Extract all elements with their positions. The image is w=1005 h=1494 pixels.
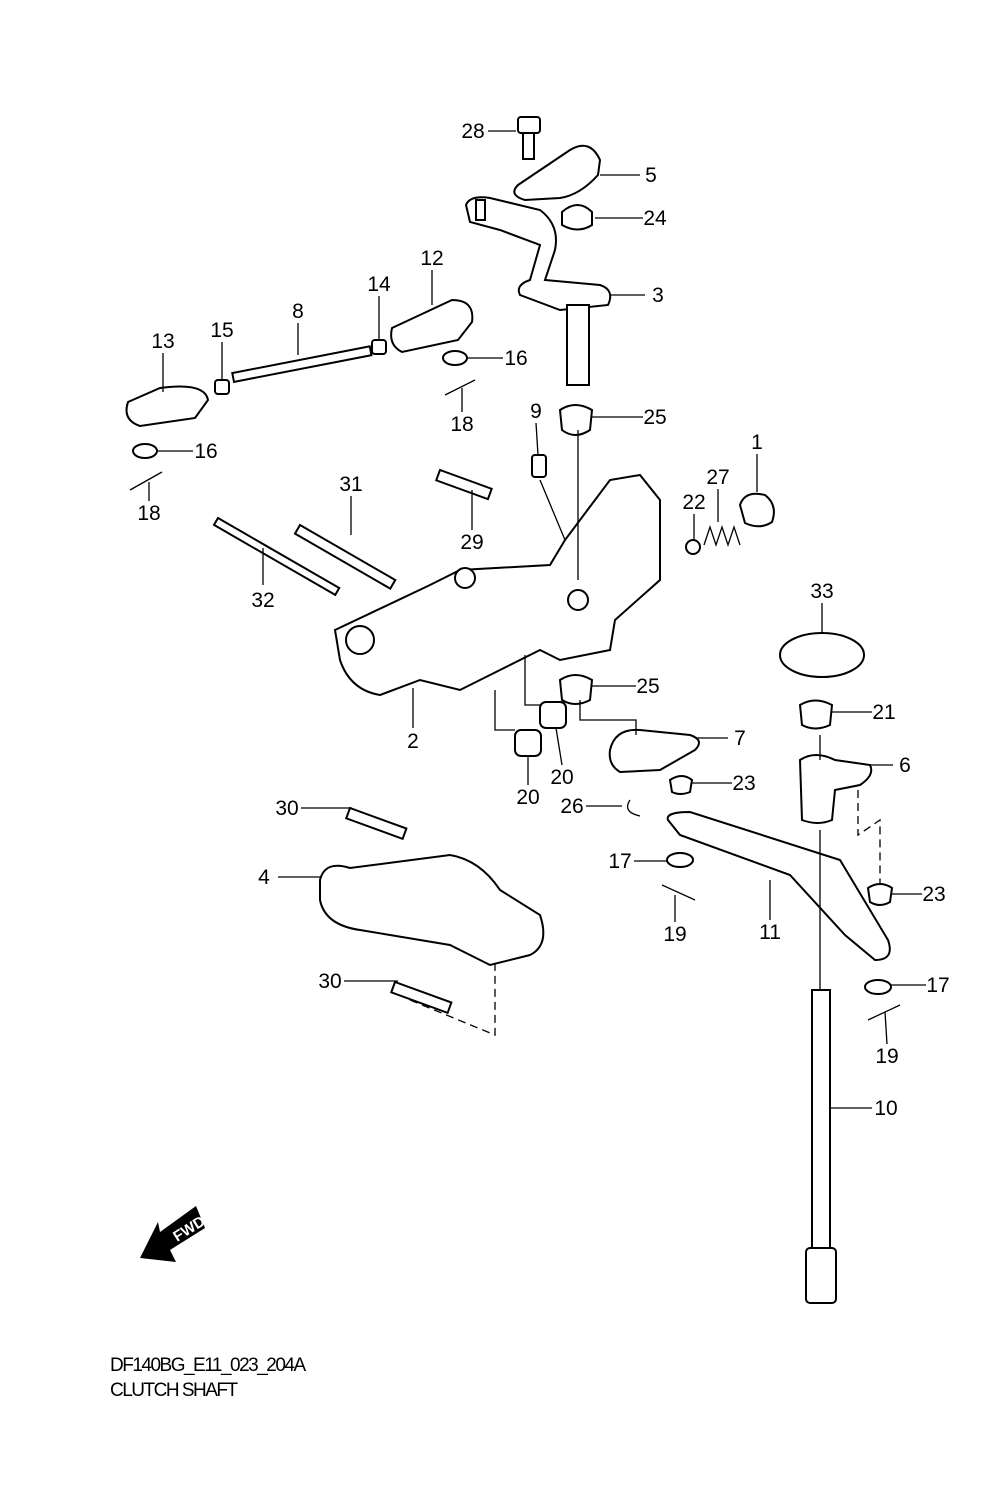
callout-number-17: 17: [608, 850, 631, 873]
part-18-cotter-pin: [129, 471, 163, 491]
part-4-bracket: [319, 853, 545, 967]
callout-number-25: 25: [636, 675, 659, 698]
callout-number-19: 19: [663, 923, 686, 946]
callout-leaders: [148, 130, 926, 1109]
part-32-bolt: [212, 516, 341, 597]
diagram-code: DF140BG_E11_023_204A: [110, 1355, 306, 1376]
part-23-bushing: [866, 883, 894, 906]
callout-leader-line: [884, 1011, 888, 1045]
part-23-bushing: [668, 775, 694, 795]
callout-number-25: 25: [643, 406, 666, 429]
part-7-lever: [608, 728, 700, 774]
part-20-collar: [514, 729, 542, 757]
callout-number-17: 17: [926, 974, 949, 997]
callout-number-22: 22: [682, 491, 705, 514]
callout-number-16: 16: [504, 347, 527, 370]
part-1-plug: [738, 492, 775, 528]
callout-number-4: 4: [258, 866, 270, 889]
callout-number-30: 30: [275, 797, 298, 820]
callout-leader-line: [555, 727, 563, 766]
callout-number-15: 15: [210, 319, 233, 342]
part-19-cotter-pin: [867, 1004, 901, 1021]
part-15-nut: [214, 379, 230, 395]
callout-number-32: 32: [251, 589, 274, 612]
part-31-bolt: [293, 523, 397, 591]
part-3-shift-arm: [464, 196, 612, 386]
callout-number-10: 10: [874, 1097, 897, 1120]
part-29-bolt: [434, 468, 493, 501]
callout-number-19: 19: [875, 1045, 898, 1068]
callout-number-5: 5: [645, 164, 657, 187]
callout-number-28: 28: [461, 120, 484, 143]
callout-number-18: 18: [450, 413, 473, 436]
callout-number-16: 16: [194, 440, 217, 463]
part-5-lever: [513, 144, 602, 202]
part-26-e-clip: [626, 799, 641, 817]
part-9-grease-nipple: [531, 454, 547, 478]
diagram-title: CLUTCH SHAFT: [110, 1380, 238, 1401]
part-8-rod: [231, 345, 373, 384]
callout-number-6: 6: [899, 754, 911, 777]
callout-number-20: 20: [516, 786, 539, 809]
part-25-bushing: [558, 674, 594, 705]
part-18-cotter-pin: [444, 379, 476, 396]
callout-number-30: 30: [318, 970, 341, 993]
callout-number-3: 3: [652, 284, 664, 307]
part-12-rod-end: [390, 298, 474, 354]
callout-number-1: 1: [751, 431, 763, 454]
callout-number-7: 7: [734, 727, 746, 750]
callout-number-14: 14: [367, 273, 391, 296]
callout-number-23: 23: [732, 772, 755, 795]
callout-number-8: 8: [292, 300, 304, 323]
callout-number-29: 29: [460, 531, 483, 554]
part-28-bolt: [517, 116, 541, 160]
callout-number-2: 2: [407, 730, 419, 753]
part-11-link-rod: [666, 810, 891, 962]
part-16-washer: [442, 350, 468, 366]
part-30-bolt: [389, 980, 453, 1015]
callout-number-24: 24: [643, 207, 667, 230]
part-22-ball: [685, 539, 701, 555]
callout-number-9: 9: [530, 400, 542, 423]
part-13-rod-end: [125, 385, 210, 428]
callout-number-21: 21: [872, 701, 895, 724]
part-17-washer: [666, 852, 694, 868]
callout-number-26: 26: [560, 795, 583, 818]
part-27-spring: [703, 524, 741, 548]
callout-number-18: 18: [137, 502, 160, 525]
callout-number-31: 31: [339, 473, 362, 496]
callout-number-33: 33: [810, 580, 833, 603]
part-17-washer: [864, 979, 892, 995]
callout-number-12: 12: [420, 247, 443, 270]
callout-number-27: 27: [706, 466, 729, 489]
part-25-bushing: [558, 404, 594, 436]
callout-number-23: 23: [922, 883, 945, 906]
fwd-arrow-icon: FWD: [140, 1206, 208, 1262]
part-24-bushing: [561, 204, 593, 231]
callout-leader-line: [535, 422, 539, 456]
callout-number-11: 11: [759, 921, 781, 944]
callout-number-13: 13: [151, 330, 174, 353]
part-20-collar: [539, 701, 567, 729]
parts-drawing: [125, 116, 901, 1304]
part-19-cotter-pin: [661, 884, 696, 901]
part-33-snap-ring: [779, 632, 865, 678]
callout-number-20: 20: [550, 766, 573, 789]
part-30-bolt: [344, 806, 408, 841]
part-10-clutch-shaft: [805, 989, 837, 1304]
part-14-nut: [371, 339, 387, 355]
part-16-washer: [132, 443, 158, 459]
part-2-clutch-bracket: [333, 473, 661, 697]
part-6-lever: [798, 754, 873, 824]
part-21-bushing: [798, 699, 834, 730]
